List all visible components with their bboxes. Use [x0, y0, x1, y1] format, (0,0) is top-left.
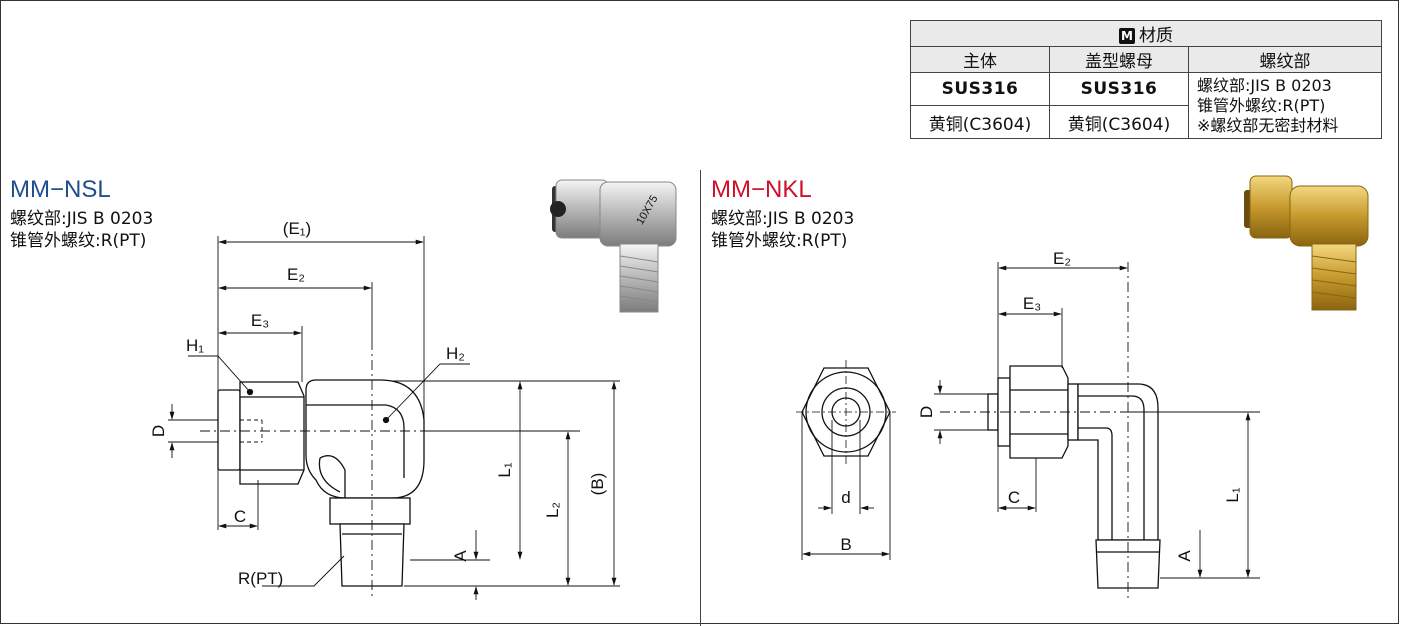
right-product-photo [1244, 175, 1369, 311]
right-side-view [934, 262, 1260, 600]
left-notes: 螺纹部:JIS B 0203 锥管外螺纹:R(PT) [10, 209, 154, 251]
cell-body-1: SUS316 [910, 72, 1050, 106]
material-badge-icon: M [1119, 28, 1135, 44]
dim-e2: E₂ [287, 265, 305, 284]
right-notes: 螺纹部:JIS B 0203 锥管外螺纹:R(PT) [711, 209, 855, 251]
dim-e3: E₃ [251, 311, 269, 330]
dim-l1-right: L₁ [1223, 487, 1242, 502]
right-dimension-labels: E₂ E₃ D d B C L₁ A [840, 249, 1242, 562]
dim-h1: H₁ [186, 336, 204, 355]
left-drawing [168, 236, 620, 600]
dim-c: C [234, 507, 246, 526]
left-product-photo: 10X75 [550, 179, 677, 313]
cell-body-2: 黄铜(C3604) [910, 105, 1050, 139]
dim-a: A [451, 550, 470, 562]
cell-nut-2: 黄铜(C3604) [1049, 105, 1189, 139]
dim-d-upper-right: D [917, 406, 936, 418]
dim-h2: H₂ [446, 344, 465, 363]
dim-e2-right: E₂ [1053, 249, 1071, 268]
dim-c-right: C [1008, 488, 1020, 507]
dim-d: D [149, 425, 168, 437]
dim-l2: L₂ [543, 502, 562, 518]
dim-d-lower-right: d [841, 488, 850, 507]
left-title: MM−NSL [10, 176, 111, 203]
dim-b-right: B [840, 535, 851, 554]
col-cap-nut: 盖型螺母 [1049, 46, 1189, 73]
col-thread: 螺纹部 [1188, 46, 1382, 73]
dim-e3-right: E₃ [1023, 294, 1041, 313]
section-divider [700, 170, 701, 626]
dim-a-right: A [1175, 550, 1194, 562]
right-title: MM−NKL [711, 176, 812, 203]
dim-l1: L₁ [495, 462, 514, 477]
cell-nut-1: SUS316 [1049, 72, 1189, 106]
dim-e1: (E₁) [283, 219, 311, 238]
dim-b: (B) [588, 473, 607, 496]
cell-thread-notes: 螺纹部:JIS B 0203 锥管外螺纹:R(PT) ※螺纹部无密封材料 [1188, 72, 1382, 139]
left-dimension-labels: (E₁) E₂ E₃ H₁ H₂ D C L₁ L₂ (B) A R(PT) [149, 219, 607, 588]
right-hex-end-view [796, 360, 896, 560]
dim-r: R(PT) [238, 569, 283, 588]
